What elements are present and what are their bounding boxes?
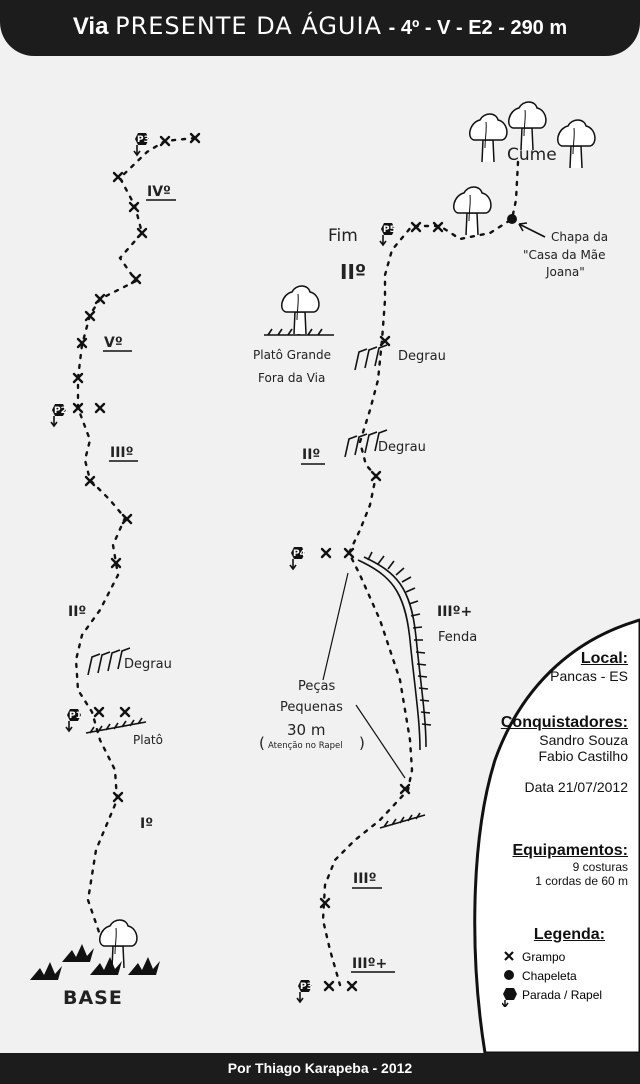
x-mark-icon [504, 951, 514, 961]
legend-item-chapeleta: Chapeleta [502, 967, 622, 986]
svg-text:): ) [359, 734, 365, 752]
local-heading: Local: [580, 650, 628, 667]
dot-icon [504, 970, 514, 980]
pitch-label-p2: P2 [54, 406, 67, 416]
svg-text:(: ( [259, 734, 265, 752]
date-value: Data 21/07/2012 [524, 779, 628, 795]
bolt-icons-left [72, 132, 201, 803]
header-bar: Via PRESENTE DA ÁGUIA - 4º - V - E2 - 29… [0, 0, 640, 56]
degrau-label-right2: Degrau [378, 440, 426, 455]
grade-v: Vº [104, 335, 123, 351]
legend-label-grampo: Grampo [522, 950, 566, 964]
equipamentos-heading: Equipamentos: [512, 842, 628, 859]
equipamento-2: 1 cordas de 60 m [535, 874, 628, 888]
legend-label-parada: Parada / Rapel [522, 988, 603, 1002]
equipamentos-block: Equipamentos: 9 costuras 1 cordas de 60 … [470, 842, 628, 888]
credit-text: Por Thiago Karapeba - 2012 [227, 1060, 413, 1076]
conquistador-2: Fabio Castilho [538, 748, 629, 764]
pecas-label: Peças [298, 679, 335, 694]
grade-iv: IVº [147, 184, 171, 200]
route-line-left [74, 136, 197, 937]
local-block: Local: Pancas - ES [490, 650, 628, 684]
legend-label-chapeleta: Chapeleta [522, 969, 577, 983]
fim-label: Fim [328, 226, 358, 246]
degrau-label-left: Degrau [124, 657, 172, 672]
chapa-label-3: Joana" [545, 265, 585, 279]
pitch-label-p3-bottom: P3 [300, 982, 313, 992]
pitch-label-p5: P5 [383, 225, 396, 235]
date-block: Data 21/07/2012 [490, 779, 628, 795]
grade-ii-left: IIº [68, 604, 86, 620]
degrau-label-right1: Degrau [398, 349, 446, 364]
route-grade: - 4º - V - E2 - 290 m [388, 17, 568, 39]
pitch-label-p4: P4 [293, 549, 306, 559]
route-name: PRESENTE DA ÁGUIA [115, 12, 382, 40]
legend-heading: Legenda: [533, 926, 605, 943]
conquistador-1: Sandro Souza [539, 732, 628, 748]
pitch-label-p3: P3 [137, 135, 150, 145]
grade-iii-right: IIIº [353, 871, 377, 887]
grade-iii-plus-fenda: IIIº+ [437, 604, 472, 620]
conquistadores-heading: Conquistadores: [500, 714, 628, 731]
grade-ii-fim: IIº [340, 260, 366, 284]
plato-marks [85, 328, 426, 829]
fenda-crack [357, 551, 432, 751]
bolt-icons-right [319, 221, 444, 992]
chapa-label-1: Chapa da [551, 230, 608, 244]
chapa-label-2: "Casa da Mãe [523, 248, 606, 262]
pequenas-label: Pequenas [280, 700, 343, 715]
pitch-label-p1: P1 [69, 711, 82, 721]
chapa-arrow [518, 222, 546, 238]
grade-iii-left: IIIº [110, 445, 134, 461]
legend: Grampo Chapeleta Parada / Rapel [502, 948, 622, 1007]
grade-ii-mid: IIº [302, 447, 320, 463]
fenda-label: Fenda [438, 630, 477, 645]
rappel-warning-label: Atenção no Rapel [268, 741, 343, 751]
base-label: BASE [63, 987, 123, 1009]
belay-station-icon [502, 988, 517, 1007]
fora-da-via-label: Fora da Via [258, 371, 325, 385]
footer-bar: Por Thiago Karapeba - 2012 [0, 1053, 640, 1084]
legend-item-parada: Parada / Rapel [502, 986, 622, 1007]
grade-iii-plus-bottom: IIIº+ [352, 956, 387, 972]
chapeleta-dot-icon [507, 214, 517, 224]
grass-icons [30, 944, 160, 980]
legend-item-grampo: Grampo [502, 948, 622, 967]
info-panel-bg [473, 618, 640, 1055]
plato-label: Platô [133, 733, 163, 747]
legend-heading-block: Legenda: [490, 926, 605, 944]
via-label: Via [72, 13, 109, 40]
plato-grande-label: Platô Grande [253, 348, 331, 362]
conquistadores-block: Conquistadores: Sandro Souza Fabio Casti… [490, 714, 628, 764]
pecas-length-label: 30 m [287, 721, 325, 739]
equipamento-1: 9 costuras [572, 860, 628, 874]
degrau-marks [87, 344, 388, 676]
grade-i: Iº [140, 816, 153, 832]
local-value: Pancas - ES [550, 668, 628, 684]
cume-label: Cume [507, 145, 557, 165]
pecas-pointer-lines [322, 572, 406, 779]
